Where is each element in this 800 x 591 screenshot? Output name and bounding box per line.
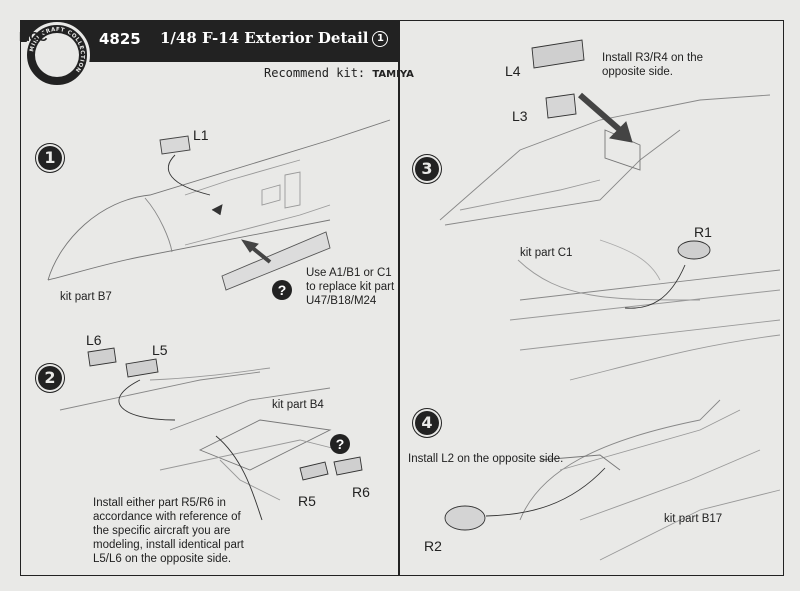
step2-note: Install either part R5/R6 in accordance … [93,496,244,566]
step2-note-line: accordance with reference of [93,511,241,523]
step2-drawing [59,347,363,521]
part-label-r5: R5 [298,493,316,509]
part-label-l5: L5 [152,342,168,358]
recommend-label: Recommend kit: [264,66,366,80]
step1-drawing [47,119,391,291]
step-1-badge: 1 [38,146,62,170]
step2-note-line: modeling, install identical part [93,539,244,551]
part-label-l1: L1 [193,127,209,143]
step3-note: Install R3/R4 on the opposite side. [602,51,703,79]
part-label-l4: L4 [505,63,521,79]
sheet-number: 1 [372,31,389,47]
step3-drawing [439,39,781,381]
step1-note-line: Use A1/B1 or C1 [306,267,392,279]
step1-note-line: U47/B18/M24 [306,295,377,307]
part-label-l3: L3 [512,108,528,124]
kit-part-b7: kit part B7 [60,291,112,303]
step1-note-line: to replace kit part [306,281,395,293]
step-3-badge: 3 [415,157,439,181]
question-icon: ? [330,434,350,454]
step3-note-line: Install R3/R4 on the [602,52,704,64]
sheet-frame [20,20,784,576]
step-2-badge: 2 [38,366,62,390]
title-text: 1/48 F-14 Exterior Detail [160,29,369,47]
recommend-brand: TAMIYA [372,69,414,80]
step1-note: Use A1/B1 or C1 to replace kit part U47/… [306,266,394,308]
logo-inner [35,33,79,77]
header-bar [70,20,398,62]
column-divider [398,20,400,576]
step2-note-line: L5/L6 on the opposite side. [93,553,232,565]
part-label-l6: L6 [86,332,102,348]
part-label-r2: R2 [424,538,442,554]
kit-number: 4825 [99,30,141,48]
step4-drawing [444,399,781,561]
question-icon: ? [272,280,292,300]
logo-text: MCC [18,29,48,44]
step4-note: Install L2 on the opposite side. [408,453,564,465]
step2-note-line: Install either part R5/R6 in [93,497,226,509]
kit-part-c1: kit part C1 [520,247,573,259]
kit-part-b4: kit part B4 [272,399,324,411]
kit-part-b17: kit part B17 [664,513,723,525]
step3-note-line: opposite side. [602,66,673,78]
recommend-kit: Recommend kit: TAMIYA [264,66,414,80]
part-label-r6: R6 [352,484,370,500]
step-4-badge: 4 [415,411,439,435]
step2-note-line: the specific aircraft you are [93,525,231,537]
mcc-logo: MINI CRAFT COLLECTION [24,22,90,88]
logo-ring: MINI CRAFT COLLECTION [29,27,84,73]
part-label-r1: R1 [694,224,712,240]
